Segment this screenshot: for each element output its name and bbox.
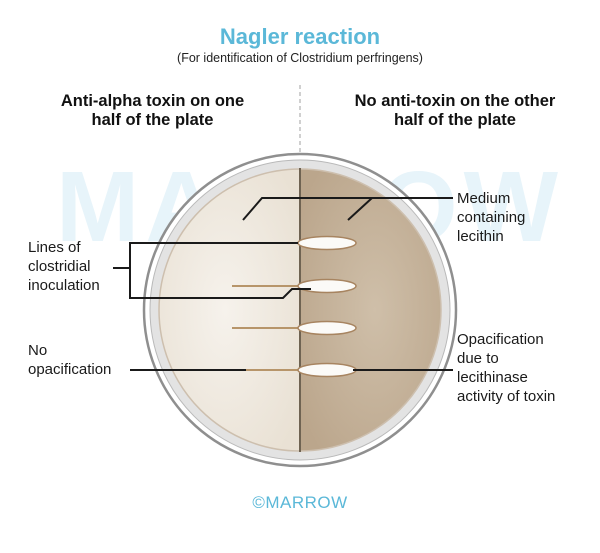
page-subtitle: (For identification of Clostridium perfr… — [177, 51, 423, 65]
leader-lines — [113, 197, 453, 371]
label-medium-containing-lecithin: Medium containing lecithin — [457, 190, 526, 245]
leader-inoculation-top — [113, 242, 298, 269]
leader-left-half — [242, 197, 453, 221]
page-title: Nagler reaction — [219, 24, 381, 49]
no-antitoxin-half — [300, 169, 441, 451]
leader-medium — [347, 197, 373, 221]
leader-inoculation-bottom — [129, 268, 311, 299]
label-no-opacification: No opacification — [28, 342, 112, 378]
antitoxin-half — [159, 169, 300, 451]
left-half-heading: Anti-alpha toxin on one half of the plat… — [60, 92, 245, 129]
right-half-heading: No anti-toxin on the other half of the p… — [354, 92, 556, 129]
label-opacification: Opacification due to lecithinase activit… — [457, 331, 556, 405]
opacity-zone-3 — [297, 320, 357, 336]
opacity-zone-1 — [297, 235, 357, 251]
opacity-zone-4 — [297, 362, 357, 378]
footer-logo: ©MARROW — [252, 493, 348, 512]
opacity-zone-2 — [297, 278, 357, 294]
label-lines-of-inoculation: Lines of clostridial inoculation — [28, 239, 100, 294]
inoculation-streaks — [232, 235, 357, 378]
